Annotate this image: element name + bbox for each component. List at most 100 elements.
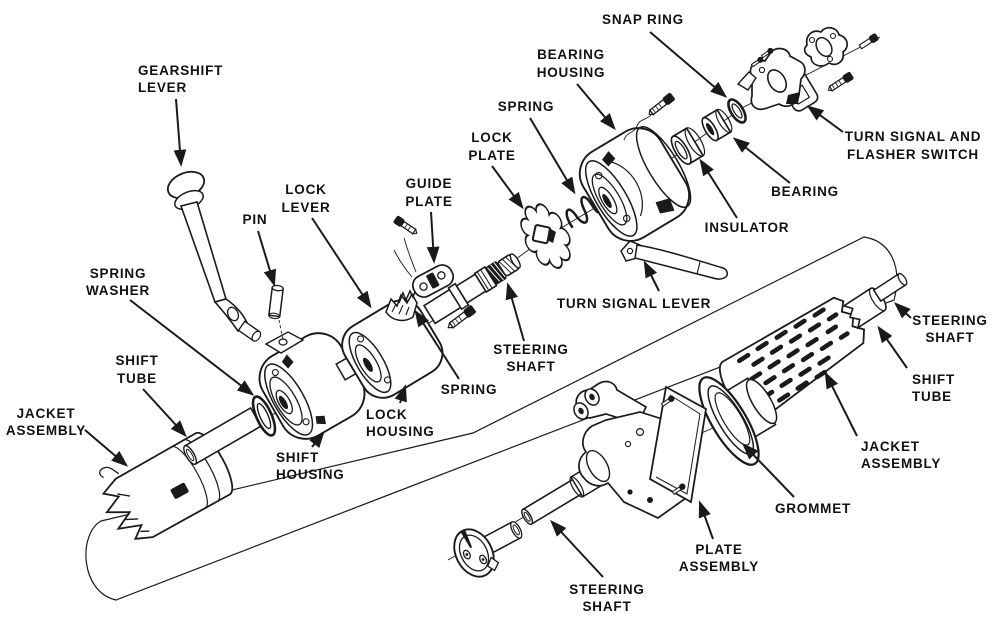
label-text: SPRING bbox=[90, 266, 147, 281]
label-lock-housing: LOCK HOUSING bbox=[366, 407, 435, 439]
bearing-arrow bbox=[732, 137, 791, 184]
label-text: SNAP RING bbox=[602, 12, 684, 27]
spring-washer-arrow bbox=[129, 299, 255, 396]
pin-arrow bbox=[257, 230, 277, 287]
label-spring-washer: SPRING WASHER bbox=[86, 266, 150, 298]
shift-housing-arrow bbox=[309, 430, 325, 449]
insulator-part bbox=[670, 126, 706, 166]
label-text: PLATE bbox=[468, 148, 515, 163]
label-text: FLASHER SWITCH bbox=[847, 147, 979, 162]
snap-ring-part bbox=[727, 98, 747, 124]
spring-lower-arrow bbox=[414, 309, 460, 380]
label-bearing: BEARING bbox=[771, 184, 839, 199]
label-text: HOUSING bbox=[537, 65, 606, 80]
label-text: PIN bbox=[243, 212, 268, 227]
label-steering-shaft-bottom: STEERING SHAFT bbox=[569, 582, 644, 614]
gearshift-lever-part bbox=[166, 170, 262, 342]
label-text: SHAFT bbox=[583, 599, 632, 614]
universal-joint bbox=[453, 520, 523, 578]
label-text: GUIDE bbox=[406, 176, 453, 191]
label-pin: PIN bbox=[243, 212, 268, 227]
label-text: LOCK bbox=[285, 182, 326, 197]
label-text: TURN SIGNAL AND bbox=[845, 129, 982, 144]
label-shift-tube-left: SHIFT TUBE bbox=[116, 353, 159, 386]
shift-tube-left-arrow bbox=[142, 388, 187, 438]
label-text: STEERING bbox=[912, 313, 987, 328]
label-bearing-housing: BEARING HOUSING bbox=[537, 47, 606, 80]
label-shift-tube-right: SHIFT TUBE bbox=[912, 372, 955, 404]
pin-part bbox=[267, 284, 285, 341]
lock-plate-part bbox=[520, 203, 571, 269]
bearing-housing-screw bbox=[623, 92, 675, 141]
label-plate-assembly: PLATE ASSEMBLY bbox=[679, 542, 759, 574]
label-text: BEARING bbox=[771, 184, 839, 199]
label-text: SHAFT bbox=[926, 330, 975, 345]
turn-signal-lever-arrow bbox=[643, 260, 660, 292]
label-text: ASSEMBLY bbox=[861, 456, 941, 471]
label-gearshift-lever: GEARSHIFT LEVER bbox=[138, 63, 223, 95]
grommet-arrow bbox=[742, 442, 795, 498]
lock-lever-arrow bbox=[311, 217, 372, 309]
label-lock-plate: LOCK PLATE bbox=[468, 130, 515, 163]
insulator-arrow bbox=[699, 158, 738, 219]
label-text: INSULATOR bbox=[705, 220, 790, 235]
label-text: SHIFT bbox=[116, 353, 159, 368]
bearing-housing-part bbox=[578, 126, 692, 242]
label-text: ASSEMBLY bbox=[6, 423, 86, 438]
label-text: LOCK bbox=[366, 407, 407, 422]
background-column-tube bbox=[85, 236, 898, 601]
label-grommet: GROMMET bbox=[775, 501, 851, 516]
label-text: LEVER bbox=[281, 200, 330, 215]
label-text: BEARING bbox=[537, 47, 605, 62]
label-text: TUBE bbox=[117, 371, 157, 386]
label-lock-lever: LOCK LEVER bbox=[281, 182, 330, 215]
label-text: WASHER bbox=[86, 283, 150, 298]
jacket-assembly-left-arrow bbox=[84, 429, 129, 467]
label-text: TUBE bbox=[912, 389, 952, 404]
label-guide-plate: GUIDE PLATE bbox=[405, 176, 453, 209]
label-text: SPRING bbox=[441, 382, 498, 397]
switch-screw-long bbox=[827, 71, 854, 92]
callouts: SNAP RING GEARSHIFT LEVER BEARING HOUSIN… bbox=[6, 12, 987, 614]
label-insulator: INSULATOR bbox=[705, 220, 790, 235]
switch-mount-flange bbox=[803, 26, 849, 67]
jacket-assembly-right-arrow bbox=[824, 371, 858, 437]
lock-plate-arrow bbox=[491, 165, 524, 210]
label-text: LOCK bbox=[471, 130, 512, 145]
label-text: HOUSING bbox=[366, 424, 435, 439]
label-spring-lower: SPRING bbox=[441, 382, 498, 397]
label-jacket-assembly-right: JACKET ASSEMBLY bbox=[861, 439, 941, 471]
label-turn-signal-flasher-switch: TURN SIGNAL AND FLASHER SWITCH bbox=[845, 129, 982, 162]
shift-tube-upper bbox=[183, 406, 263, 466]
label-turn-signal-lever: TURN SIGNAL LEVER bbox=[557, 296, 711, 311]
label-text: JACKET bbox=[861, 439, 920, 454]
label-text: PLATE bbox=[695, 542, 742, 557]
label-text: GROMMET bbox=[775, 501, 851, 516]
plate-assembly-arrow bbox=[698, 500, 714, 540]
gearshift-lever-arrow bbox=[173, 98, 187, 167]
turn-signal-flasher-switch-arrow bbox=[806, 105, 844, 133]
label-text: GEARSHIFT bbox=[138, 63, 223, 78]
steering-shaft-right-arrow bbox=[893, 302, 912, 319]
turn-signal-flasher-switch-part bbox=[736, 26, 849, 112]
turn-signal-lever-part bbox=[620, 240, 728, 280]
guide-plate-part bbox=[393, 237, 455, 298]
switch-screw-short bbox=[858, 33, 879, 50]
label-steering-shaft-center: STEERING SHAFT bbox=[493, 342, 568, 374]
guide-plate-screw bbox=[393, 215, 418, 235]
label-steering-shaft-right: STEERING SHAFT bbox=[912, 313, 987, 345]
snap-ring-arrow bbox=[649, 31, 728, 98]
label-text: SHIFT bbox=[912, 372, 955, 387]
plate-assembly-part bbox=[573, 380, 707, 519]
lock-bolt-spring bbox=[398, 288, 417, 304]
label-text: LEVER bbox=[138, 80, 187, 95]
label-text: SPRING bbox=[498, 99, 555, 114]
label-text: PLATE bbox=[405, 194, 452, 209]
steering-shaft-center-arrow bbox=[505, 282, 525, 342]
label-text: ASSEMBLY bbox=[679, 559, 759, 574]
label-text: JACKET bbox=[17, 406, 76, 421]
bearing-housing-arrow bbox=[576, 83, 616, 131]
label-text: HOUSING bbox=[276, 467, 345, 482]
